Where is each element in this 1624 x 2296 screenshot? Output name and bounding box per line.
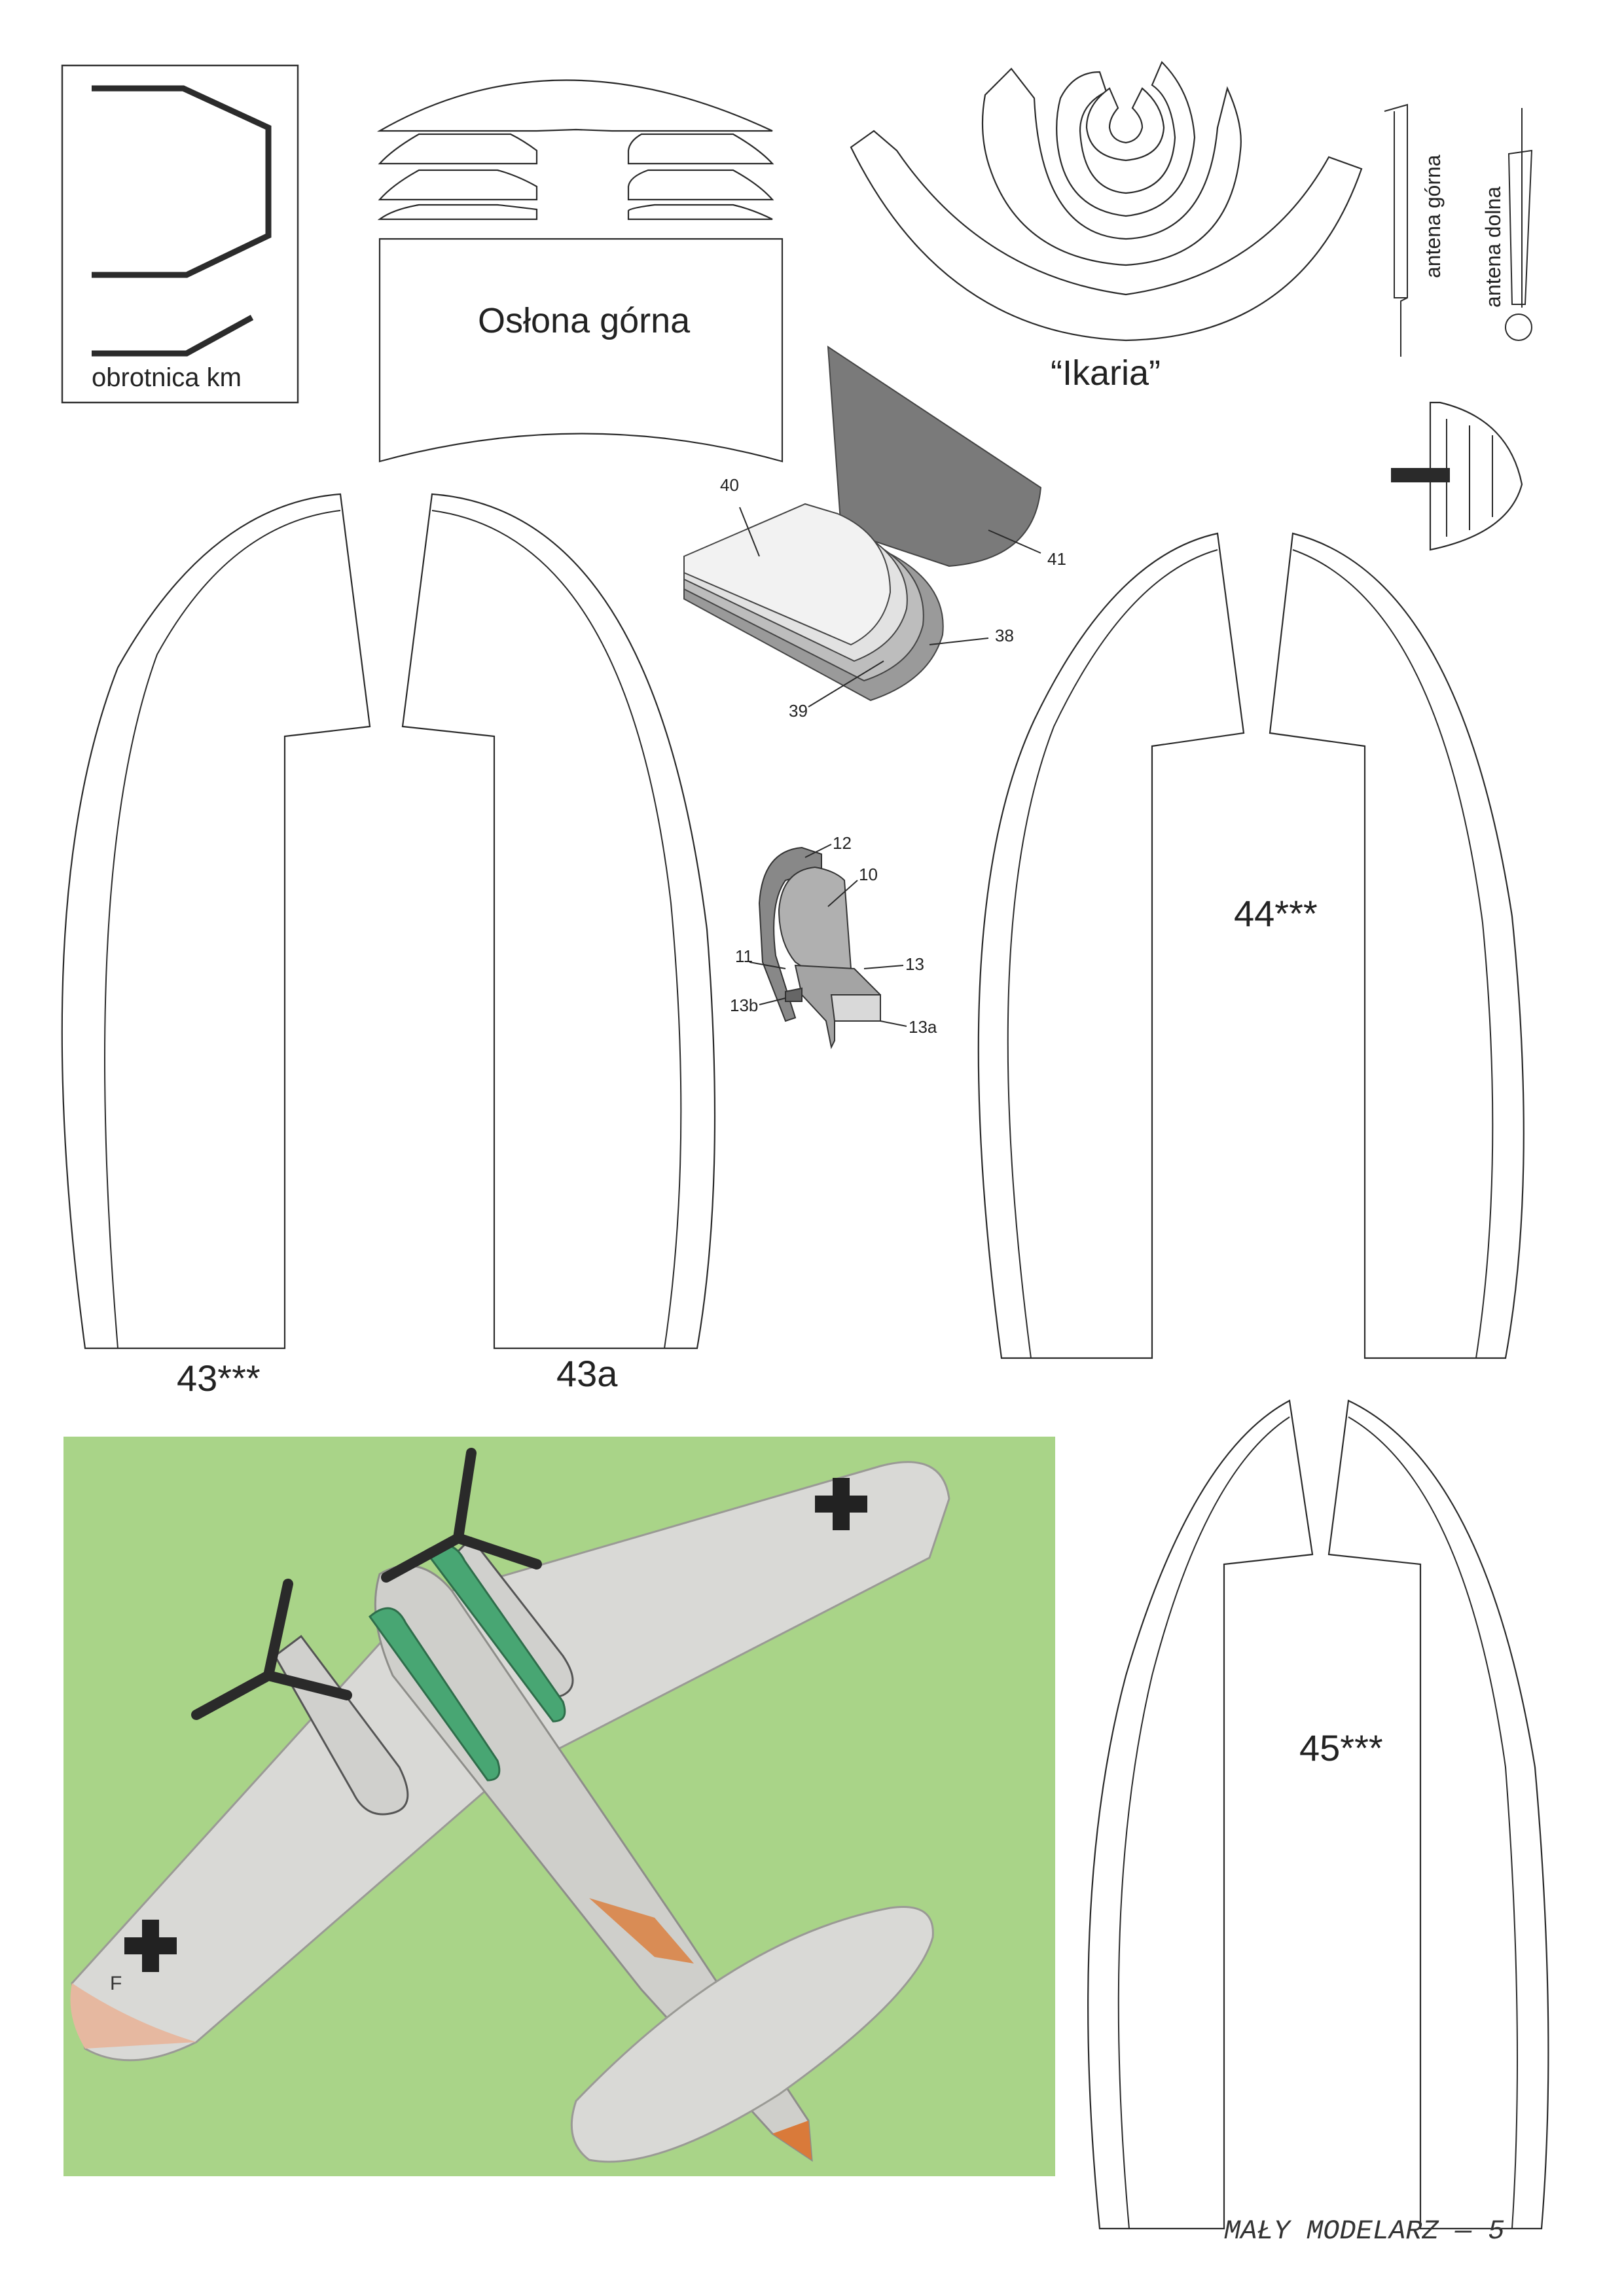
ikaria-label: “Ikaria” <box>1051 353 1161 393</box>
model-photo: F <box>63 1437 1055 2176</box>
label-43: 43*** <box>177 1357 261 1399</box>
antenna-part: antena górna antena dolna <box>1384 103 1533 357</box>
obrotnica-label: obrotnica km <box>92 363 242 392</box>
stack-diagram: 40 41 38 39 <box>683 346 1066 721</box>
page-footer: MAŁY MODELARZ — 5 <box>1224 2215 1504 2247</box>
label-43a: 43a <box>556 1353 618 1394</box>
callout-39: 39 <box>789 701 808 721</box>
antena-gorna-label: antena górna <box>1421 154 1445 278</box>
small-cap-part <box>1391 401 1523 551</box>
callout-13: 13 <box>905 954 924 974</box>
callout-11: 11 <box>735 946 753 966</box>
label-44: 44*** <box>1234 893 1318 934</box>
callout-13b: 13b <box>730 996 758 1015</box>
part-44: 44*** <box>977 532 1525 1359</box>
oslona-gorna-part: Osłona górna <box>376 79 784 463</box>
callout-10: 10 <box>859 865 878 884</box>
part-45: 45*** <box>1087 1399 1549 2230</box>
fin-marking: F <box>110 1973 122 1994</box>
callout-38: 38 <box>995 626 1014 645</box>
cross-marking-left <box>124 1920 177 1972</box>
antena-dolna-label: antena dolna <box>1481 187 1505 308</box>
oslona-label: Osłona górna <box>478 301 691 340</box>
label-45: 45*** <box>1299 1727 1383 1768</box>
cross-marking-right <box>815 1478 867 1530</box>
callout-13a: 13a <box>909 1017 937 1037</box>
ikaria-part: “Ikaria” <box>850 61 1363 393</box>
callout-12: 12 <box>833 833 852 853</box>
seat-diagram: 12 10 11 13 13b 13a <box>730 833 937 1050</box>
part-43a <box>401 493 716 1350</box>
callout-41: 41 <box>1047 549 1066 569</box>
part-43 <box>61 493 371 1350</box>
callout-40: 40 <box>720 475 739 495</box>
obrotnica-part: obrotnica km <box>61 64 299 404</box>
